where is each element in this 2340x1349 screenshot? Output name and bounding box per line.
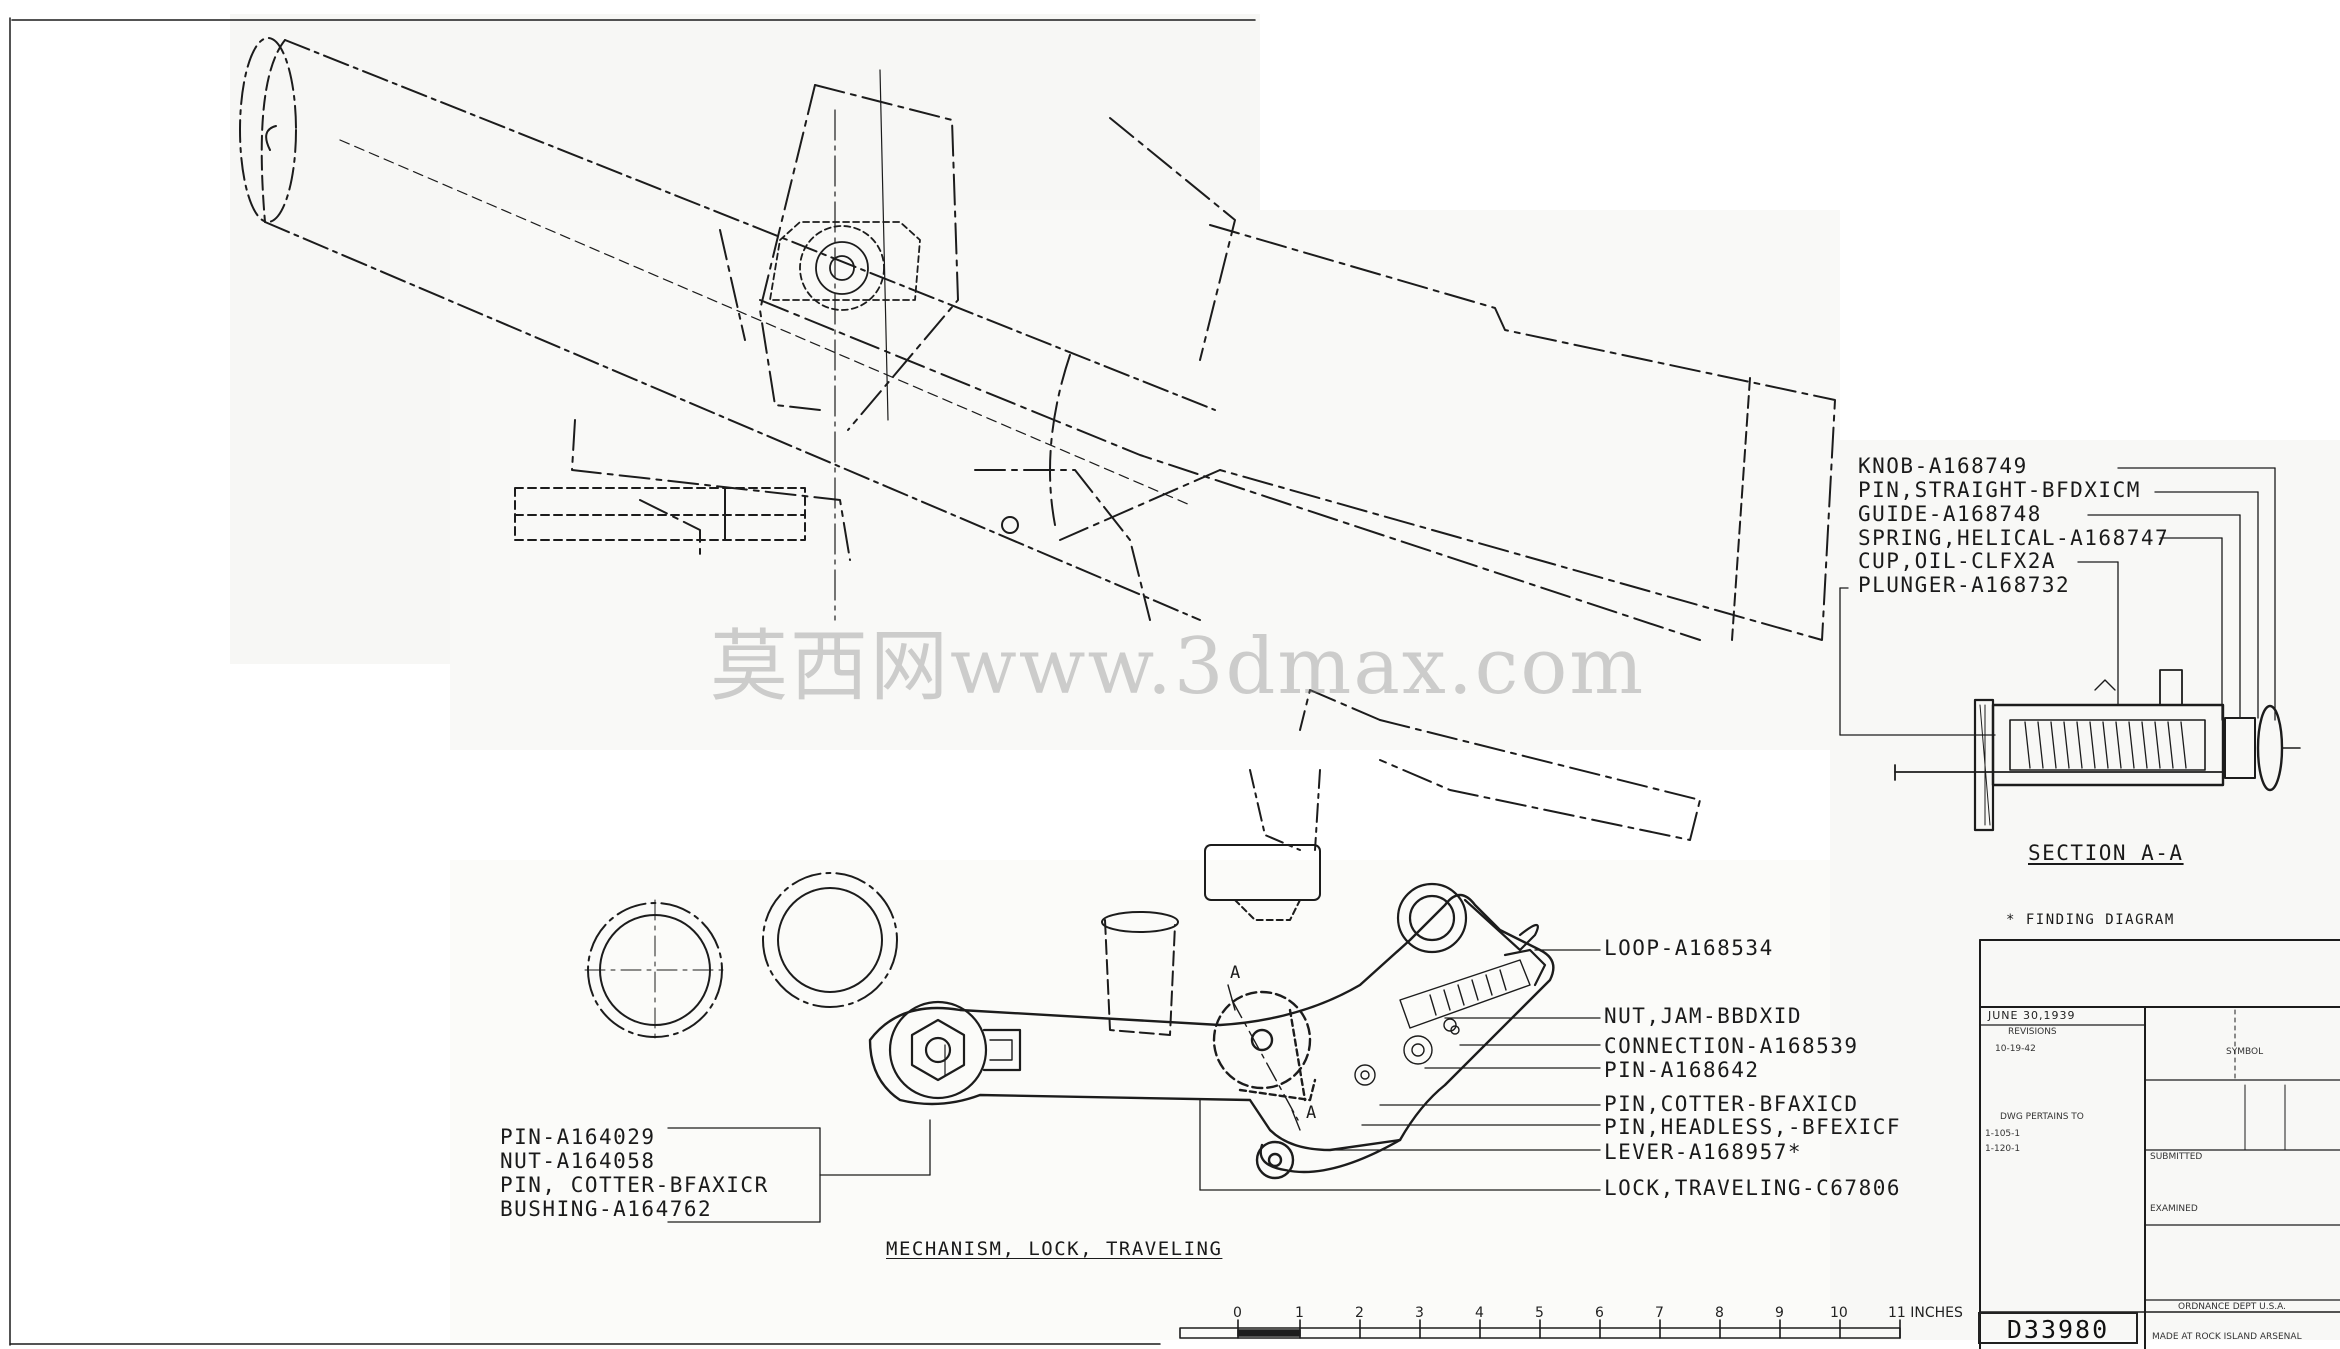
leader-lines-left	[667, 1119, 931, 1223]
traveling-lock-lever	[868, 893, 1555, 1180]
finding-note: * FINDING DIAGRAM	[2006, 912, 2175, 928]
title-block-pertains-1: 1-105-1	[1985, 1129, 2021, 1139]
callout-spring: SPRING,HELICAL-A168747	[1858, 526, 2170, 550]
section-mark-a-top: A	[1230, 963, 1242, 983]
callout-pin-straight: PIN,STRAIGHT-BFDXICM	[1858, 478, 2141, 502]
scale-tick-10: 10	[1830, 1305, 1848, 1321]
scale-tick-9: 9	[1775, 1305, 1784, 1321]
callout-bushing: BUSHING-A164762	[500, 1197, 713, 1221]
callout-guide: GUIDE-A168748	[1858, 502, 2042, 526]
scale-tick-6: 6	[1595, 1305, 1604, 1321]
scale-tick-5: 5	[1535, 1305, 1544, 1321]
barrel-tube	[239, 37, 1216, 621]
callout-nut-left: NUT-A164058	[500, 1149, 656, 1173]
pivot-nut	[888, 1000, 1022, 1100]
phantom-wheels	[584, 872, 898, 1041]
section-line	[1227, 984, 1301, 1131]
scale-tick-3: 3	[1415, 1305, 1424, 1321]
scale-tick-0: 0	[1233, 1305, 1242, 1321]
callout-pin-cotter-left: PIN, COTTER-BFAXICR	[500, 1173, 769, 1197]
sheet-border	[9, 17, 1256, 1346]
title-block	[1979, 939, 2340, 1349]
paper-patch	[450, 210, 1840, 750]
title-block-pertains-2: 1-120-1	[1985, 1144, 2021, 1154]
callout-pin-headless: PIN,HEADLESS,-BFEXICF	[1604, 1115, 1902, 1139]
section-aa-view	[1894, 669, 2301, 832]
callout-pin-left: PIN-A164029	[500, 1125, 656, 1149]
title-block-dept-2: MADE AT ROCK ISLAND ARSENAL	[2152, 1332, 2302, 1342]
carriage-body	[571, 84, 1836, 841]
scale-tick-2: 2	[1355, 1305, 1364, 1321]
title-block-revision-date: 10-19-42	[1995, 1044, 2036, 1054]
support-tube	[1101, 911, 1179, 1036]
title-block-dwg-pertains: DWG PERTAINS TO	[2000, 1112, 2084, 1122]
scale-tick-7: 7	[1655, 1305, 1664, 1321]
leader-lines-right	[1199, 949, 1601, 1191]
callout-cup-oil: CUP,OIL-CLFX2A	[1858, 549, 2057, 573]
title-block-examined: EXAMINED	[2150, 1204, 2198, 1214]
paper-patch	[1830, 440, 2340, 1340]
scale-tick-4: 4	[1475, 1305, 1484, 1321]
watermark-text: 莫西网www.3dmax.com	[710, 622, 1646, 712]
title-block-revisions: REVISIONS	[2008, 1027, 2057, 1037]
callout-connection: CONNECTION-A168539	[1604, 1034, 1859, 1058]
title-block-dept-1: ORDNANCE DEPT U.S.A.	[2178, 1302, 2287, 1312]
connection-rod	[1354, 959, 1531, 1086]
callout-lever: LEVER-A168957*	[1604, 1140, 1803, 1164]
title-block-submitted: SUBMITTED	[2150, 1152, 2203, 1162]
scale-tick-11-inches: 11 INCHES	[1888, 1305, 1963, 1321]
callout-nut-jam: NUT,JAM-BBDXID	[1604, 1004, 1803, 1028]
mechanism-title: MECHANISM, LOCK, TRAVELING	[886, 1238, 1223, 1260]
callout-lock-traveling: LOCK,TRAVELING-C67806	[1604, 1176, 1902, 1200]
scale-bar	[1179, 1319, 1901, 1339]
hanger-link	[1204, 769, 1321, 921]
callout-pin: PIN-A168642	[1604, 1058, 1760, 1082]
section-title: SECTION A-A	[2028, 841, 2184, 865]
section-mark-a-bottom: A	[1306, 1103, 1318, 1123]
scale-tick-8: 8	[1715, 1305, 1724, 1321]
callout-knob: KNOB-A168749	[1858, 454, 2028, 478]
drawing-number: D33980	[1978, 1312, 2138, 1344]
callout-plunger: PLUNGER-A168732	[1858, 573, 2071, 597]
loop-pivot	[1396, 882, 1547, 987]
side-bracket	[514, 487, 1019, 541]
callout-pin-cotter: PIN,COTTER-BFAXICD	[1604, 1092, 1859, 1116]
callout-loop: LOOP-A168534	[1604, 936, 1774, 960]
section-leaders	[1839, 467, 2276, 736]
title-block-date: JUNE 30,1939	[1988, 1009, 2076, 1022]
title-block-symbol: SYMBOL	[2226, 1047, 2264, 1057]
trunnion-bearing	[769, 69, 921, 621]
scale-tick-1: 1	[1295, 1305, 1304, 1321]
